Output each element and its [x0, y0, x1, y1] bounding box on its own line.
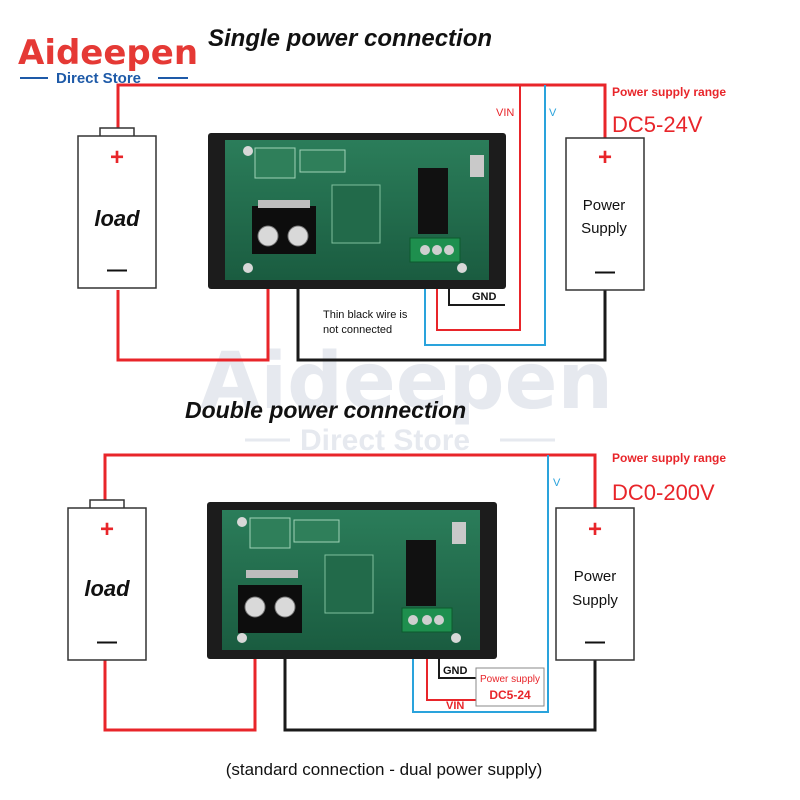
double-load-plus: +: [100, 516, 114, 543]
single-supply-label-1: Power: [583, 197, 626, 214]
double-aux-supply-box: Power supply DC5-24: [475, 667, 545, 707]
double-aux-box: [475, 667, 545, 707]
double-header-pins: [452, 522, 466, 544]
single-supply-label-2: Supply: [581, 220, 627, 237]
double-mount-hole-bl: [237, 633, 247, 643]
double-load-minus: —: [97, 631, 117, 653]
double-terminal-screw-2: [422, 615, 432, 625]
single-vin-label: VIN: [496, 107, 514, 119]
double-supply-label-2: Supply: [572, 592, 618, 609]
double-terminal-screw-1: [408, 615, 418, 625]
double-current-screw-1: [244, 596, 266, 618]
single-current-screw-2: [287, 225, 309, 247]
single-header-pins: [470, 155, 484, 177]
double-supply-body: [555, 507, 635, 661]
single-supply-body: [565, 137, 645, 291]
single-mount-hole-br: [457, 263, 467, 273]
single-v-label: V: [549, 107, 557, 119]
double-smd-area-2: [293, 519, 340, 543]
double-wires: [103, 453, 597, 732]
single-smd-area: [254, 147, 296, 179]
single-ground-wire: [296, 235, 607, 362]
single-note-line1: Thin black wire is: [323, 309, 408, 321]
single-load-return-wire: [116, 235, 270, 362]
single-power-supply: + Power Supply —: [565, 137, 645, 291]
double-gnd-label: GND: [443, 665, 468, 677]
double-load-return-wire: [103, 615, 257, 732]
double-aux-value: DC5-24: [489, 688, 531, 702]
single-terminal-screw-1: [420, 245, 430, 255]
single-ic-chip: [418, 168, 448, 234]
double-aux-caption: Power supply: [480, 674, 540, 685]
double-v-wire: [412, 455, 549, 713]
double-ground-wire: [283, 615, 597, 732]
double-mount-hole-tl: [237, 517, 247, 527]
footer-caption: (standard connection - dual power supply…: [226, 760, 543, 779]
single-load-plus: +: [110, 144, 124, 171]
single-positive-wire: [116, 83, 607, 140]
double-pad-array: [324, 554, 374, 614]
double-ic-chip: [406, 540, 436, 606]
logo-tagline: Direct Store: [56, 70, 141, 87]
double-meter-module: [207, 502, 497, 659]
single-v-wire: [424, 85, 546, 346]
single-mount-hole-tl: [243, 146, 253, 156]
double-range-caption: Power supply range: [612, 451, 726, 465]
double-load-label: load: [84, 576, 130, 601]
single-terminal-screw-2: [432, 245, 442, 255]
double-terminal-screw-3: [434, 615, 444, 625]
double-load-body: [67, 507, 147, 661]
single-smd-area-2: [299, 149, 346, 173]
double-range-value: DC0-200V: [612, 480, 715, 505]
double-positive-wire: [103, 453, 597, 510]
single-wires: [116, 83, 607, 362]
single-shunt-bar: [258, 200, 310, 208]
double-supply-plus: +: [588, 516, 602, 543]
double-supply-label-1: Power: [574, 568, 617, 585]
double-supply-minus: —: [585, 631, 605, 653]
single-mount-hole-bl: [243, 263, 253, 273]
single-load-body: [77, 135, 157, 289]
single-load: + load —: [77, 127, 157, 289]
single-meter-module: [208, 133, 506, 289]
single-note-line2: not connected: [323, 324, 392, 336]
single-terminal-screw-3: [444, 245, 454, 255]
single-vin-wire: [436, 85, 521, 331]
single-gnd-label: GND: [472, 291, 497, 303]
double-title: Double power connection: [185, 397, 466, 423]
double-v-label: V: [553, 477, 561, 489]
double-mount-hole-br: [451, 633, 461, 643]
watermark-tagline: Direct Store: [300, 424, 470, 457]
single-pad-array: [331, 184, 381, 244]
single-title: Single power connection: [208, 25, 492, 52]
single-load-label: load: [94, 206, 140, 231]
double-smd-area: [249, 517, 291, 549]
double-vin-label: VIN: [446, 700, 464, 712]
single-current-screw-1: [257, 225, 279, 247]
single-supply-plus: +: [598, 144, 612, 171]
single-load-minus: —: [107, 259, 127, 281]
brand-logo: Aideepen Direct Store: [18, 33, 198, 87]
double-shunt-bar: [246, 570, 298, 578]
double-current-screw-2: [274, 596, 296, 618]
double-load: + load —: [67, 499, 147, 661]
single-range-value: DC5-24V: [612, 112, 703, 137]
single-supply-minus: —: [595, 261, 615, 283]
logo-text: Aideepen: [18, 33, 198, 73]
double-power-supply: + Power Supply —: [555, 507, 635, 661]
single-range-caption: Power supply range: [612, 85, 726, 99]
